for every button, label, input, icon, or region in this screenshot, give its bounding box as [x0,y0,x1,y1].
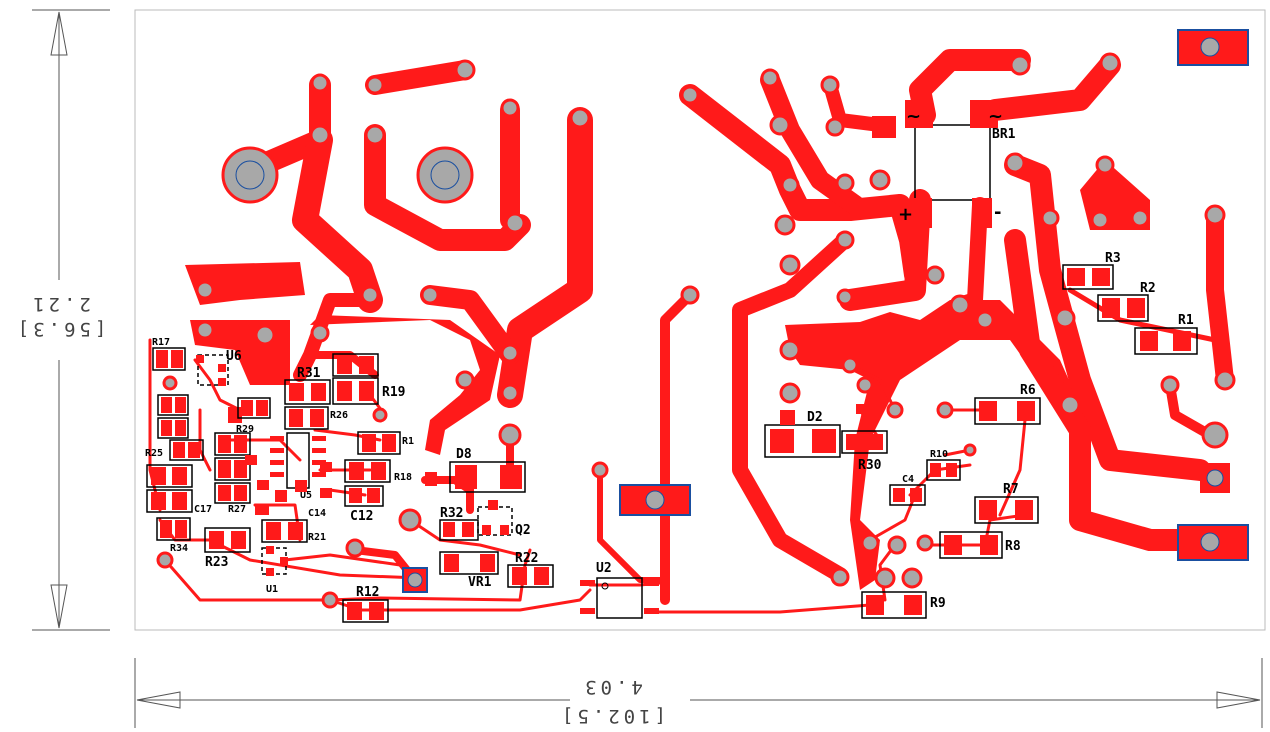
c12-label: C12 [350,509,373,524]
r26-label: R26 [330,410,348,421]
r27-label: R27 [228,504,246,515]
bridge-rectifier-br1: ~ ~ + - BR1 [872,100,1016,228]
u1-label: U1 [266,584,278,595]
u6-label: U6 [226,349,242,364]
r1-small-label: R1 [402,436,414,447]
r29-label: R29 [236,424,254,435]
r19-label: R19 [382,385,405,400]
smd-components-left: R31 R19 R26 R1 R18 C12 U5 C14 [145,337,866,595]
height-inches-label: 2.21 [29,293,91,315]
d8-label: D8 [456,447,472,462]
br1-plus-symbol: + [898,204,913,225]
d2-label: D2 [807,410,823,425]
r17-label: R17 [152,337,170,348]
vr1-label: VR1 [468,575,492,590]
r18-label: R18 [394,472,412,483]
q2-label: Q2 [515,523,531,538]
c17-label: C17 [194,504,212,515]
c14-label: C14 [308,508,326,519]
r3-label: R3 [1105,251,1121,266]
width-mm-label: [102.5] [558,705,666,727]
r6-label: R6 [1020,383,1036,398]
height-mm-label: [56.3] [14,318,107,340]
r32-label: R32 [440,506,463,521]
r2-label: R2 [1140,281,1156,296]
r22-label: R22 [515,551,538,566]
r23-label: R23 [205,555,228,570]
br1-minus-symbol: - [994,202,1001,223]
width-inches-label: 4.03 [581,676,643,698]
r34-label: R34 [170,543,188,554]
connector-pads [402,29,1249,593]
r12-label: R12 [356,585,379,600]
dimension-annotations: 2.21 [56.3] 4.03 [102.5] [14,9,1263,728]
r30-label: R30 [858,458,882,473]
r9-label: R9 [930,596,946,611]
c4-label: C4 [902,474,914,485]
smd-components-center: D8 R32 Q2 VR1 R22 U2 R12 [342,447,659,623]
r1-label: R1 [1178,313,1194,328]
r8-label: R8 [1005,539,1021,554]
r21-label: R21 [308,532,326,543]
br1-ac-symbol-2: ~ [988,106,1003,127]
br1-ac-symbol-1: ~ [906,106,921,127]
r7-label: R7 [1003,482,1019,497]
r10-label: R10 [930,449,948,460]
u2-label: U2 [596,561,612,576]
u5-label: U5 [300,490,312,501]
through-holes [156,52,1236,609]
r25-label: R25 [145,448,163,459]
br1-label: BR1 [992,127,1016,142]
r31-label: R31 [297,366,321,381]
smd-components-right: R3 R2 R1 R6 R7 R8 R9 R10 C4 R [764,251,1198,619]
